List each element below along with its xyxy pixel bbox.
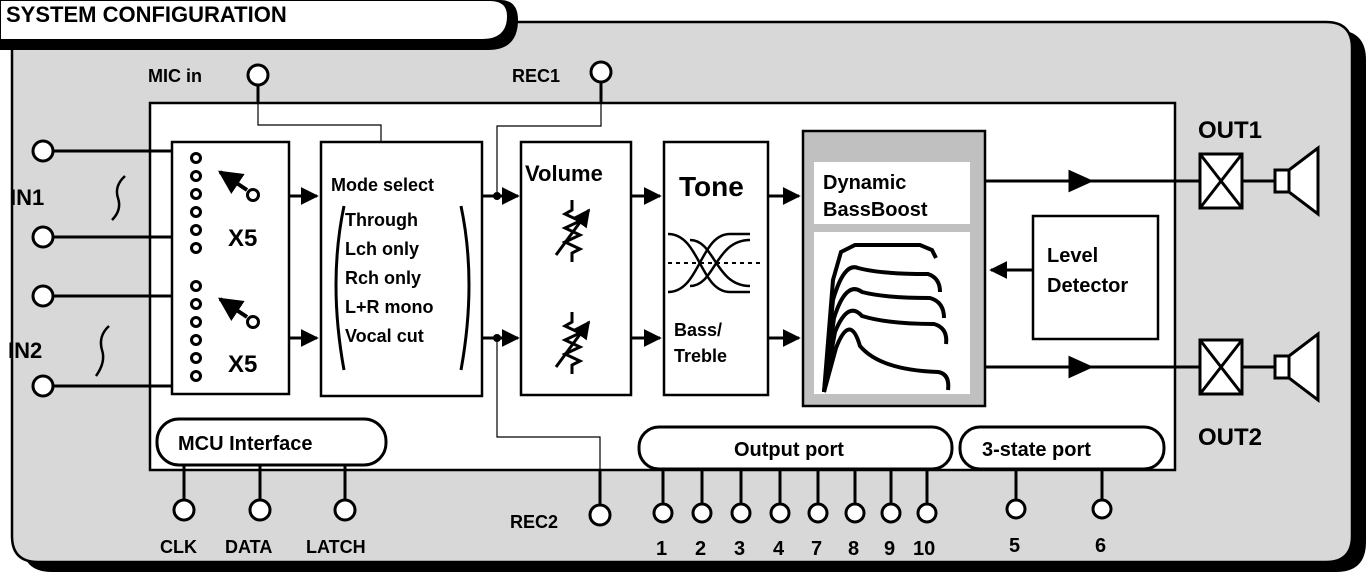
mcu-pin-label: DATA	[225, 537, 272, 557]
mode-option: Vocal cut	[345, 326, 424, 346]
volume-potentiometer-icon	[554, 200, 591, 374]
output-port-pin-label: 3	[734, 538, 745, 560]
mode-right-paren	[459, 205, 471, 371]
mcu-pin-label: LATCH	[306, 537, 366, 557]
rec2-label: REC2	[510, 512, 558, 532]
tone-sub2: Treble	[674, 346, 727, 366]
tristate-port-pin-label: 5	[1009, 535, 1020, 557]
output-port-pin-label: 7	[811, 538, 822, 560]
signal-arrows	[289, 187, 1033, 347]
output-port-title: Output port	[734, 439, 844, 461]
tone-title: Tone	[679, 171, 744, 202]
tristate-port-pins	[1005, 469, 1113, 520]
page-title: SYSTEM CONFIGURATION	[6, 2, 287, 27]
mode-left-paren	[334, 205, 346, 371]
selector-top-label: X5	[228, 225, 257, 252]
junction-dots	[493, 192, 501, 342]
out1-label: OUT1	[1198, 117, 1262, 144]
level-detector-line2: Detector	[1047, 275, 1128, 297]
tone-curve-icon	[667, 232, 760, 294]
mic-in-label: MIC in	[148, 66, 202, 86]
tristate-port-title: 3-state port	[982, 439, 1091, 461]
rec1-terminal	[496, 60, 613, 196]
in1-terminals	[31, 139, 172, 249]
mcu-pins	[172, 465, 357, 522]
bass-boost-curves-icon	[822, 243, 951, 393]
tristate-port-pin-label: 6	[1095, 535, 1106, 557]
output-port-pin-label: 4	[773, 538, 785, 560]
selector-bottom-label: X5	[228, 351, 257, 378]
speaker-out1-icon	[1198, 144, 1320, 218]
volume-title: Volume	[525, 161, 603, 186]
mode-option: Through	[345, 210, 418, 230]
mcu-interface-title: MCU Interface	[178, 433, 312, 455]
level-detector-line1: Level	[1047, 245, 1098, 267]
mode-option: L+R mono	[345, 297, 434, 317]
speaker-out2-icon	[1198, 330, 1320, 404]
mode-select-block	[319, 140, 484, 398]
out2-label: OUT2	[1198, 424, 1262, 451]
tone-block	[662, 140, 770, 397]
output-port-pin-label: 1	[656, 538, 667, 560]
in1-label: IN1	[10, 185, 44, 210]
selector-switch-arms	[218, 170, 249, 321]
in2-terminals	[31, 284, 172, 398]
output-port-pin-label: 9	[884, 538, 895, 560]
output-port-box	[637, 425, 954, 471]
mode-option: Lch only	[345, 239, 419, 259]
output-lines	[985, 169, 1200, 379]
mcu-pin-label: CLK	[160, 537, 197, 557]
chip-body	[148, 101, 1177, 472]
output-port-pin-label: 8	[848, 538, 859, 560]
mode-option: Rch only	[345, 268, 421, 288]
output-port-pins	[652, 469, 938, 524]
volume-block	[519, 140, 633, 397]
bass-boost-line1: Dynamic	[823, 172, 906, 194]
mic-in-terminal	[246, 63, 382, 142]
tristate-port-box	[958, 425, 1166, 471]
bass-boost-label-bg	[814, 162, 970, 224]
in2-label: IN2	[8, 338, 42, 363]
bass-boost-line2: BassBoost	[823, 199, 928, 221]
level-detector-block	[1031, 214, 1160, 341]
output-port-pin-label: 10	[913, 538, 935, 560]
rec1-label: REC1	[512, 66, 560, 86]
tone-sub1: Bass/	[674, 320, 722, 340]
mcu-interface-box	[155, 417, 388, 467]
output-port-pin-label: 2	[695, 538, 706, 560]
selector-contacts	[190, 152, 260, 382]
mode-select-title: Mode select	[331, 175, 434, 195]
title-tab	[0, 0, 510, 41]
rec2-terminal	[496, 338, 612, 527]
